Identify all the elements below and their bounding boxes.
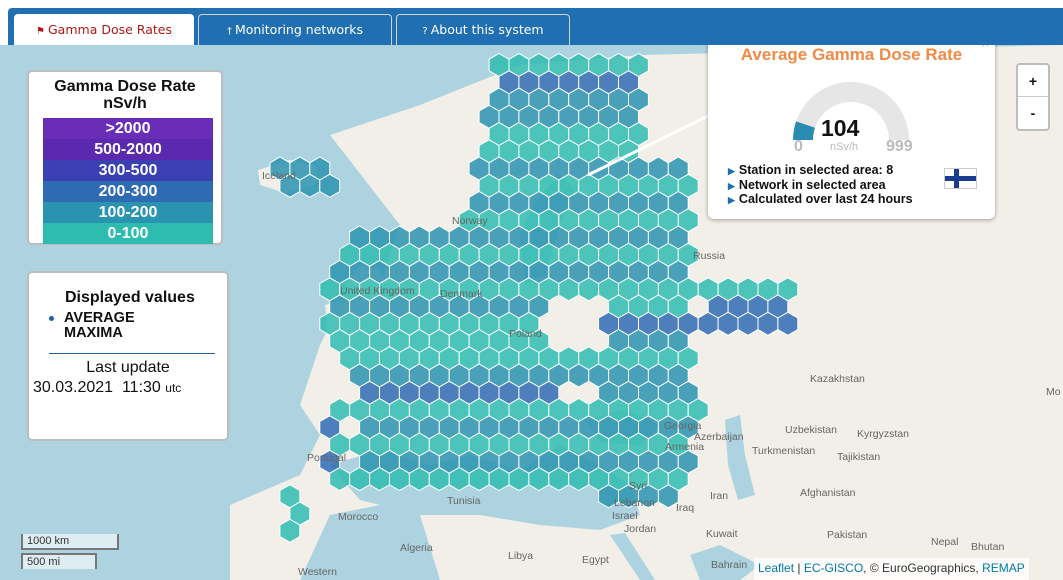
tab-gamma-dose-rates[interactable]: ⚑Gamma Dose Rates: [14, 14, 194, 45]
place-label: Iraq: [676, 502, 695, 514]
displayed-values-panel: Displayed values AVERAGE MAXIMA Last upd…: [27, 271, 229, 441]
tab-about-system[interactable]: ?About this system: [396, 14, 570, 45]
dose-rate-hexagon[interactable]: [558, 277, 580, 302]
tab-label: Monitoring networks: [234, 22, 364, 37]
place-label: Portugal: [307, 452, 347, 464]
dose-rate-hexagon[interactable]: [757, 311, 779, 336]
remap-link[interactable]: REMAP: [982, 561, 1025, 575]
legend-title: Gamma Dose Rate nSv/h: [54, 78, 196, 112]
place-label: Pakistan: [827, 529, 868, 541]
pin-icon: †: [226, 26, 232, 37]
place-label: Israel: [612, 510, 638, 522]
place-label: Tunisia: [447, 495, 481, 507]
map-attribution: Leaflet | EC-GISCO, © EuroGeographics, R…: [754, 558, 1029, 580]
place-label: Nepal: [931, 536, 959, 548]
place-label: United Kingdom: [340, 285, 415, 297]
gauge-fill: [793, 121, 816, 140]
tab-bar: ⚑Gamma Dose Rates †Monitoring networks ?…: [0, 0, 1063, 45]
triangle-bullet-icon: ▶: [728, 166, 735, 176]
place-label: Tajikistan: [837, 451, 881, 463]
legend-row: 500-2000: [43, 139, 213, 160]
gauge-max: 999: [886, 138, 913, 155]
place-label: Lebanon: [614, 497, 655, 509]
place-label: Mo: [1046, 386, 1061, 398]
place-label: Bhutan: [971, 541, 1005, 553]
bullet-icon: [49, 315, 54, 321]
legend-row: 200-300: [43, 181, 213, 202]
place-label: Norway: [452, 215, 488, 227]
map-view[interactable]: Iceland Norway Russia United Kingdom Den…: [0, 45, 1063, 580]
gauge-track: [793, 82, 909, 140]
gauge-unit: nSv/h: [830, 141, 859, 153]
place-label: Denmark: [440, 288, 483, 300]
scale-bar-mi: 500 mi: [21, 553, 97, 569]
dose-rate-hexagon[interactable]: [777, 311, 799, 336]
question-icon: ?: [422, 26, 428, 37]
place-label: Afghanistan: [800, 487, 856, 499]
displayed-values-title: Displayed values: [65, 289, 195, 306]
last-update-value: 30.03.2021 11:30 utc: [33, 379, 182, 396]
place-label: Iceland: [262, 170, 296, 182]
place-label: Jordan: [624, 523, 657, 535]
place-label: Iran: [710, 490, 729, 502]
dose-rate-hexagon[interactable]: [319, 173, 341, 198]
place-label: Western: [298, 566, 337, 578]
place-label: Azerbaijan: [694, 431, 744, 443]
place-label: Poland: [509, 328, 542, 340]
scale-bar-km: 1000 km: [21, 534, 119, 550]
place-label: Kuwait: [706, 528, 738, 540]
leaflet-link[interactable]: Leaflet: [758, 561, 795, 575]
divider: [49, 353, 215, 354]
dose-rate-hexagon[interactable]: [697, 311, 719, 336]
zoom-in-button[interactable]: +: [1018, 65, 1048, 97]
place-label: Turkmenistan: [752, 445, 816, 457]
dose-rate-hexagon[interactable]: [279, 518, 301, 543]
finland-flag-icon: [944, 168, 977, 189]
tab-strip: ⚑Gamma Dose Rates †Monitoring networks ?…: [8, 8, 1063, 45]
ec-gisco-link[interactable]: EC-GISCO: [803, 561, 864, 575]
tab-label: Gamma Dose Rates: [48, 22, 172, 37]
place-label: Uzbekistan: [785, 424, 837, 436]
place-label: Syri: [629, 480, 648, 492]
dose-rate-hexagon[interactable]: [657, 484, 679, 509]
gauge-min: 0: [794, 138, 803, 155]
legend-row: 300-500: [43, 160, 213, 181]
zoom-control: + -: [1016, 63, 1050, 131]
displayed-values-option-line2: MAXIMA: [64, 325, 123, 341]
displayed-values-option[interactable]: AVERAGE: [49, 311, 135, 326]
place-label: Kyrgyzstan: [857, 428, 909, 440]
gauge-value: 104: [821, 115, 860, 141]
place-label: Kazakhstan: [810, 373, 865, 385]
popup-title: Average Gamma Dose Rate: [740, 45, 963, 64]
place-label: Morocco: [338, 511, 379, 523]
triangle-bullet-icon: ▶: [728, 195, 735, 205]
dose-gauge: [793, 82, 909, 140]
popup-details: ▶Station in selected area: 8 ▶Network in…: [728, 163, 913, 206]
dose-rate-hexagon[interactable]: [578, 277, 600, 302]
zoom-out-button[interactable]: -: [1030, 105, 1036, 121]
triangle-bullet-icon: ▶: [728, 180, 735, 191]
place-label: Russia: [693, 250, 726, 262]
place-label: Algeria: [400, 542, 433, 554]
place-label: Libya: [508, 550, 534, 562]
legend-row: >2000: [43, 118, 213, 139]
dose-rate-hexagon[interactable]: [737, 311, 759, 336]
dose-rate-hexagon[interactable]: [299, 173, 321, 198]
dose-rate-hexagon[interactable]: [717, 311, 739, 336]
tab-label: About this system: [430, 22, 544, 37]
average-dose-popup: × Average Gamma Dose Rate 104 nSv/h 0 99…: [708, 45, 995, 219]
legend-row: 100-200: [43, 202, 213, 223]
place-label: Bahrain: [711, 559, 748, 571]
place-label: Georgia: [664, 420, 702, 432]
place-label: Egypt: [582, 554, 609, 566]
place-label: Armenia: [665, 441, 705, 453]
legend-row: 0-100: [43, 223, 213, 244]
flag-icon: ⚑: [36, 26, 45, 37]
close-icon[interactable]: ×: [981, 45, 990, 50]
last-update-label: Last update: [86, 359, 170, 376]
tab-monitoring-networks[interactable]: †Monitoring networks: [198, 14, 392, 45]
